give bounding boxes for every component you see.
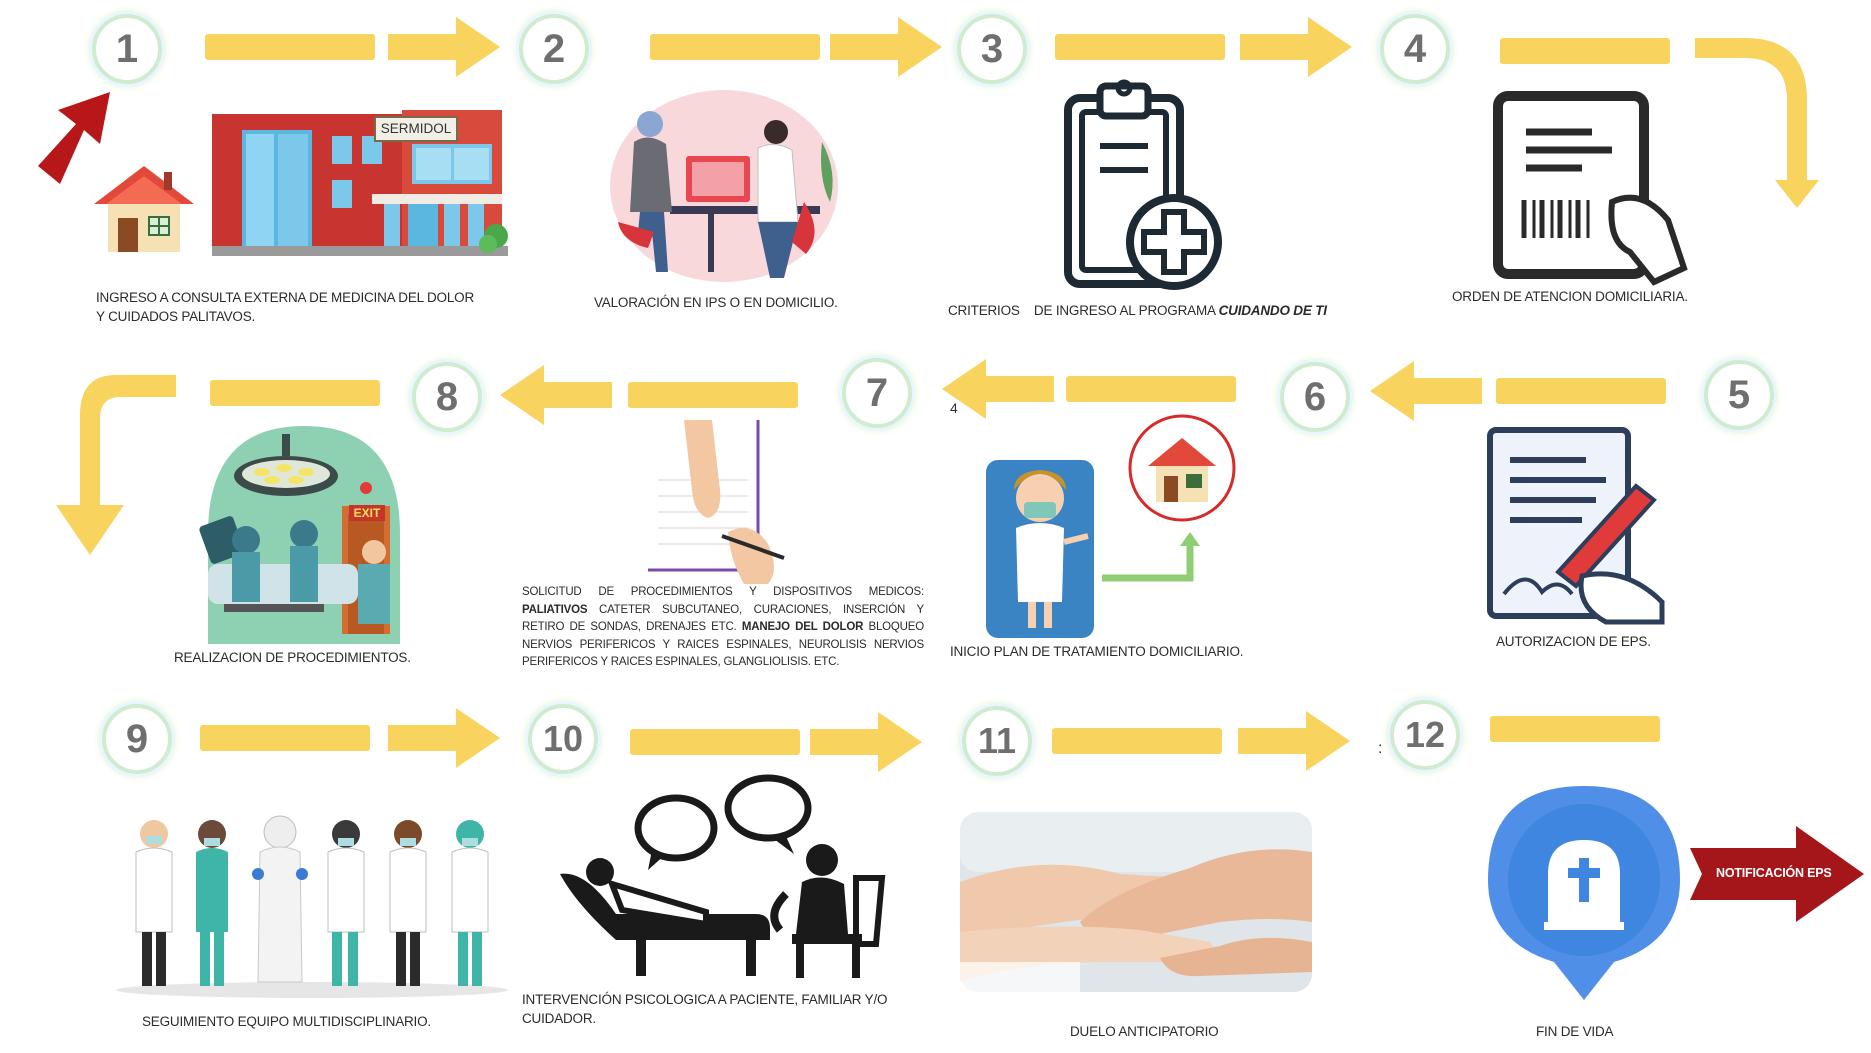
step-7-caption-text: NERVIOS PERIFERICOS Y RAICES ESPINALES, … <box>522 638 924 651</box>
step-7-caption-line: PERIFERICOS Y RAICES ESPINALES, GLANGLIO… <box>522 654 924 672</box>
consultation-illustration <box>610 90 838 282</box>
step-1-caption-line1: INGRESO A CONSULTA EXTERNA DE MEDICINA D… <box>96 290 474 305</box>
connector-11-12-bar <box>1052 728 1222 754</box>
start-red-arrow-icon <box>38 92 110 184</box>
step-7-caption: SOLICITUD DE PROCEDIMIENTOS Y DISPOSITIV… <box>522 584 924 672</box>
step-4-caption: ORDEN DE ATENCION DOMICILIARIA. <box>1452 289 1688 304</box>
step-3-caption-text: CRITERIOS DE INGRESO AL PROGRAMA <box>948 303 1219 318</box>
notification-red-arrow <box>1690 826 1864 922</box>
step-7-caption-text: SOLICITUD DE PROCEDIMIENTOS Y DISPOSITIV… <box>522 586 924 598</box>
step-3-badge: 3 <box>957 14 1027 84</box>
notification-label: NOTIFICACIÓN EPS <box>1716 866 1832 880</box>
step-12-caption: FIN DE VIDA <box>1536 1024 1614 1039</box>
step-3-caption: CRITERIOS DE INGRESO AL PROGRAMA CUIDAND… <box>948 301 1368 320</box>
medical-team-illustration <box>116 815 508 998</box>
connector-2-3-bar <box>650 34 820 60</box>
step-7-caption-line: SOLICITUD DE PROCEDIMIENTOS Y DISPOSITIV… <box>522 584 924 602</box>
exit-sign: EXIT <box>349 505 385 521</box>
connector-4-5-bar <box>1500 38 1670 64</box>
procedure-request-illustration <box>648 420 785 584</box>
connector-2-3-arrow <box>830 17 942 77</box>
connector-1-2-bar <box>205 34 375 60</box>
step-7-caption-text: CATETER SUBCUTANEO, CURACIONES, INSERCIÓ… <box>587 603 924 616</box>
end-of-life-pin-icon <box>1488 786 1680 1000</box>
connector-5-6-arrow <box>1370 361 1482 421</box>
connector-4-5-curve-arrow <box>1695 38 1819 208</box>
step-2-badge: 2 <box>519 14 589 84</box>
step-1-caption-line2: Y CUIDADOS PALITAVOS. <box>96 309 256 324</box>
connector-10-11-arrow <box>810 712 922 772</box>
home-nurse-illustration <box>986 414 1236 638</box>
connector-6-7-arrow <box>942 359 1054 419</box>
connector-11-12-arrow <box>1238 711 1350 771</box>
step-7-caption-bold: MANEJO DEL DOLOR <box>741 621 864 633</box>
step-2-caption: VALORACIÓN EN IPS O EN DOMICILIO. <box>594 295 838 310</box>
building-sign: SERMIDOL <box>374 116 458 142</box>
connector-3-4-bar <box>1055 34 1225 60</box>
connector-8-9-curve-arrow <box>56 375 176 555</box>
step-5-badge: 5 <box>1704 360 1774 430</box>
step-7-caption-body: SOLICITUD DE PROCEDIMIENTOS Y DISPOSITIV… <box>522 584 924 672</box>
step-1-badge: 1 <box>92 14 162 84</box>
order-document-tablet-icon <box>1493 91 1688 286</box>
step-4-badge: 4 <box>1380 14 1450 84</box>
connector-12-bar <box>1490 716 1660 742</box>
step-10-badge: 10 <box>528 704 598 774</box>
connector-1-2-arrow <box>388 17 500 77</box>
step-7-caption-text: BLOQUEO <box>863 621 925 633</box>
step-11-caption: DUELO ANTICIPATORIO <box>1070 1024 1219 1039</box>
step-7-caption-bold: PALIATIVOS <box>522 603 588 616</box>
step-7-caption-line: PALIATIVOS CATETER SUBCUTANEO, CURACIONE… <box>522 602 924 620</box>
connector-7-8-arrow <box>500 365 612 425</box>
step-8-badge: 8 <box>412 362 482 432</box>
step-12-badge: 12 <box>1390 700 1460 770</box>
step-10-caption-line1: INTERVENCIÓN PSICOLOGICA A PACIENTE, FAM… <box>522 992 888 1007</box>
connector-6-7-bar <box>1066 376 1236 402</box>
step-6-caption: INICIO PLAN DE TRATAMIENTO DOMICILIARIO. <box>950 644 1244 659</box>
step-1-caption: INGRESO A CONSULTA EXTERNA DE MEDICINA D… <box>96 288 516 326</box>
step-8-caption: REALIZACION DE PROCEDIMIENTOS. <box>174 650 411 665</box>
connector-9-10-arrow <box>388 708 500 768</box>
connector-5-6-bar <box>1496 378 1666 404</box>
step-6-badge: 6 <box>1280 362 1350 432</box>
connector-3-4-arrow <box>1240 17 1352 77</box>
holding-hands-photo <box>960 812 1312 992</box>
step-7-caption-line: RETIRO DE SONDAS, DRENAJES ETC. MANEJO D… <box>522 619 924 637</box>
operating-room-illustration <box>199 426 400 644</box>
step-11-badge: 11 <box>962 706 1032 776</box>
step-7-caption-line: NERVIOS PERIFERICOS Y RAICES ESPINALES, … <box>522 637 924 655</box>
step-7-caption-text: RETIRO DE SONDAS, DRENAJES ETC. <box>522 621 742 633</box>
connector-9-10-bar <box>200 725 370 751</box>
house-icon <box>94 166 194 252</box>
step-9-badge: 9 <box>102 704 172 774</box>
step-10-caption: INTERVENCIÓN PSICOLOGICA A PACIENTE, FAM… <box>522 990 922 1028</box>
step-9-caption: SEGUIMIENTO EQUIPO MULTIDISCIPLINARIO. <box>142 1014 431 1029</box>
connector-7-8-bar <box>628 382 798 408</box>
psychological-session-icon <box>560 774 886 978</box>
signing-document-icon <box>1487 427 1665 625</box>
step-5-caption: AUTORIZACION DE EPS. <box>1496 634 1651 649</box>
step-10-caption-line2: CUIDADOR. <box>522 1011 596 1026</box>
connector-10-11-bar <box>630 729 800 755</box>
step-7-caption-text: PERIFERICOS Y RAICES ESPINALES, GLANGLIO… <box>522 656 840 668</box>
stray-mark-colon: : <box>1378 740 1383 757</box>
clinic-building-icon <box>212 110 508 256</box>
step-7-badge: 7 <box>842 358 912 428</box>
connector-8-9-bar <box>210 380 380 406</box>
stray-mark-4: 4 <box>950 400 958 416</box>
clipboard-medical-icon <box>1064 79 1222 290</box>
step-3-caption-program: CUIDANDO DE TI <box>1218 303 1327 318</box>
